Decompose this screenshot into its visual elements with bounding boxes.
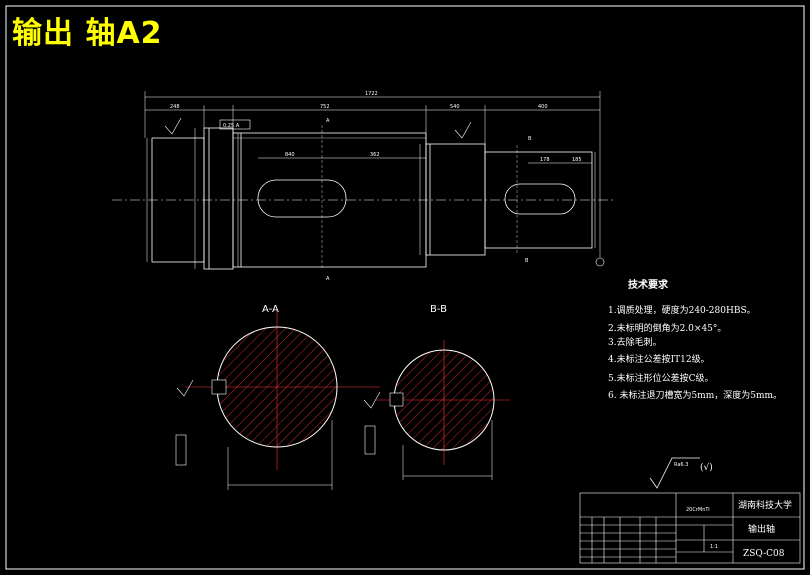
tech-requirement-item: 5.未标注形位公差按C级。 (608, 372, 713, 384)
tech-requirement-item: 2.未标明的倒角为2.0×45°。 (608, 322, 726, 334)
title-block (579, 492, 801, 564)
title-block-scale: 1:1 (710, 544, 718, 550)
title-block-drawing-no: ZSQ-C08 (743, 549, 785, 559)
roughness-symbols (164, 117, 472, 139)
tech-requirements: 技术要求 1.调质处理，硬度为240-280HBS。 2.未标明的倒角为2.0×… (608, 278, 782, 401)
tolerance-box-text: 0.25 A (223, 123, 240, 129)
dim-seg2: 752 (320, 104, 330, 110)
dim-keyway1-offset: 840 (285, 152, 295, 158)
dim-seg4: 400 (538, 104, 548, 110)
roughness-general-value: Ra6.3 (674, 462, 688, 468)
roughness-general-icon (649, 457, 700, 489)
title-block-university: 湖南科技大学 (738, 499, 792, 511)
dim-seg1: 248 (170, 104, 180, 110)
tech-requirement-item: 3.去除毛刺。 (608, 336, 662, 348)
dim-total: 1722 (365, 91, 378, 97)
dim-keyway1-length: 362 (370, 152, 380, 158)
section-marker-b-top: B (528, 136, 532, 142)
shaft-main-view (112, 125, 615, 270)
section-marker-a-bottom: A (326, 276, 330, 282)
tolerance-box (219, 119, 251, 130)
title-block-material: 20CrMnTi (686, 507, 710, 513)
section-marker-b-bottom: B (525, 258, 529, 264)
dim-keyway2-length: 185 (572, 157, 582, 163)
dimension-lines (144, 91, 601, 269)
datum-circle (595, 257, 605, 267)
title-block-part-name: 输出轴 (748, 523, 775, 535)
tech-requirement-item: 4.未标注公差按IT12级。 (608, 353, 710, 365)
drawing-border (5, 5, 805, 570)
tech-requirement-item: 1.调质处理，硬度为240-280HBS。 (608, 304, 756, 316)
dim-keyway2-offset: 178 (540, 157, 550, 163)
section-a-view (175, 310, 380, 490)
tech-requirements-heading: 技术要求 (628, 278, 669, 291)
dim-seg3: 540 (450, 104, 460, 110)
drawing-title: 输出 轴A2 (12, 16, 163, 51)
section-b-label: B-B (430, 304, 447, 315)
section-marker-a-top: A (326, 118, 330, 124)
roughness-general-paren: (√) (700, 462, 713, 473)
tech-requirement-item: 6. 未标注退刀槽宽为5mm，深度为5mm。 (608, 389, 782, 401)
section-b-view (363, 340, 510, 480)
section-a-label: A-A (262, 304, 279, 315)
